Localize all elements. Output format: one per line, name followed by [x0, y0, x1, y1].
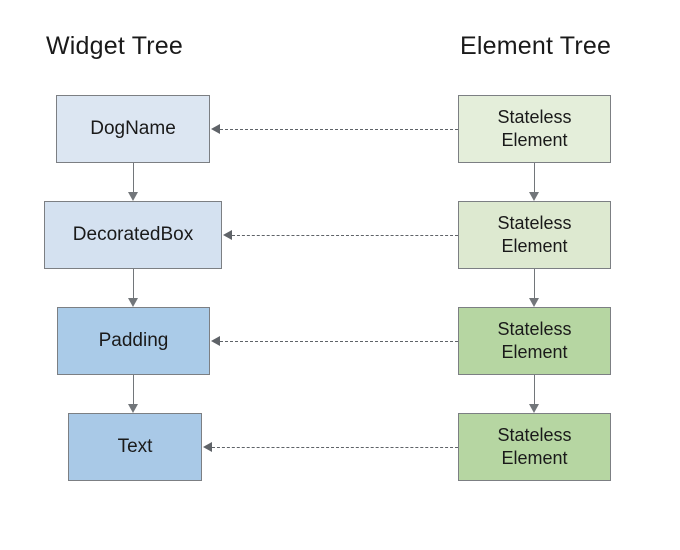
element-connector-arrow-2: [528, 298, 539, 307]
mapping-arrow-3: [211, 336, 220, 346]
widget-node-text[interactable]: Text: [68, 413, 202, 481]
widget-connector-arrow-1: [127, 192, 138, 201]
widget-connector-line-3: [133, 375, 134, 405]
element-connector-arrow-3: [528, 404, 539, 413]
mapping-line-3: [220, 341, 458, 342]
element-node-stateless-4[interactable]: Stateless Element: [458, 413, 611, 481]
element-connector-line-2: [534, 269, 535, 299]
mapping-line-4: [212, 447, 458, 448]
element-connector-arrow-1: [528, 192, 539, 201]
element-node-stateless-1[interactable]: Stateless Element: [458, 95, 611, 163]
element-node-stateless-2[interactable]: Stateless Element: [458, 201, 611, 269]
mapping-arrow-1: [211, 124, 220, 134]
widget-tree-title: Widget Tree: [46, 32, 183, 60]
widget-connector-arrow-3: [127, 404, 138, 413]
widget-connector-arrow-2: [127, 298, 138, 307]
mapping-arrow-2: [223, 230, 232, 240]
element-node-stateless-3[interactable]: Stateless Element: [458, 307, 611, 375]
mapping-line-1: [220, 129, 458, 130]
mapping-line-2: [232, 235, 458, 236]
widget-node-dogname[interactable]: DogName: [56, 95, 210, 163]
element-tree-title: Element Tree: [460, 32, 612, 60]
element-connector-line-1: [534, 163, 535, 193]
widget-node-decoratedbox[interactable]: DecoratedBox: [44, 201, 222, 269]
element-connector-line-3: [534, 375, 535, 405]
mapping-arrow-4: [203, 442, 212, 452]
widget-connector-line-1: [133, 163, 134, 193]
widget-node-padding[interactable]: Padding: [57, 307, 210, 375]
widget-connector-line-2: [133, 269, 134, 299]
